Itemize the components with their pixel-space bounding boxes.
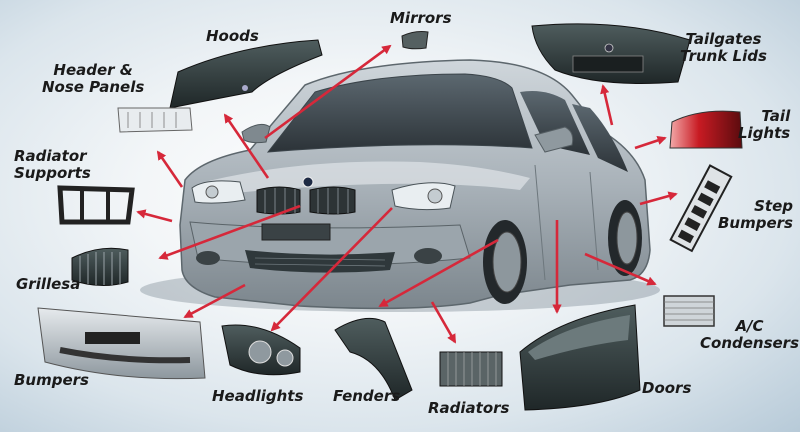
arrow-tail-lights [634, 135, 667, 150]
label-ac-condensers: A/C Condensers [700, 318, 799, 352]
label-grilles: Grillesa [16, 275, 81, 293]
arrow-hoods [223, 113, 270, 179]
arrow-mirrors [264, 44, 392, 140]
label-step-bumpers: Step Bumpers [718, 198, 793, 232]
arrow-step-bumpers [639, 191, 678, 206]
arrow-headlights [270, 207, 393, 332]
label-headlights: Headlights [212, 387, 304, 405]
door-part [519, 304, 641, 411]
step-bumper-part [669, 164, 733, 253]
radiator-part [439, 351, 503, 387]
bumper-part [37, 307, 206, 380]
label-bumpers: Bumpers [14, 371, 89, 389]
label-tailgates-line1: Tailgates [685, 30, 762, 48]
label-mirrors: Mirrors [390, 9, 452, 27]
label-doors: Doors [642, 379, 692, 397]
arrow-radiator-supports [136, 209, 173, 223]
fender-part [334, 317, 413, 401]
label-tail-lights-line1: Tail [761, 107, 791, 125]
label-header-line2: Nose Panels [42, 78, 145, 96]
arrows [136, 44, 678, 344]
label-ac-line1: A/C [735, 317, 764, 335]
arrow-radiators [430, 301, 457, 344]
label-radiator-supports-line2: Supports [14, 164, 91, 182]
label-ac-line2: Condensers [700, 334, 800, 352]
label-step-bumpers-line1: Step [754, 197, 793, 215]
arrow-fenders [378, 238, 499, 308]
ac-condenser-part [663, 295, 715, 327]
arrow-tailgates [600, 84, 614, 126]
car [140, 59, 660, 312]
tail-light-part [669, 110, 743, 149]
arrow-ac [584, 252, 657, 286]
mirror-part [401, 31, 429, 50]
label-radiator-supports-line1: Radiator [14, 147, 87, 165]
trunk-lid-part [531, 23, 691, 84]
arrow-grilles [158, 204, 301, 260]
arrow-header [156, 150, 184, 188]
label-tailgates: Tailgates Trunk Lids [680, 31, 767, 65]
hood-part [169, 39, 323, 109]
grille-part [71, 247, 129, 286]
label-hoods: Hoods [206, 27, 259, 45]
label-tail-lights: Tail Lights [738, 108, 790, 142]
label-radiator-supports: Radiator Supports [14, 148, 91, 182]
label-fenders: Fenders [333, 387, 401, 405]
radiator-support-part [57, 185, 135, 225]
label-tailgates-line2: Trunk Lids [680, 47, 767, 65]
label-tail-lights-line2: Lights [738, 124, 791, 142]
label-radiators: Radiators [428, 399, 510, 417]
headlight-part [221, 324, 301, 376]
label-step-bumpers-line2: Bumpers [718, 214, 793, 232]
label-header-line1: Header & [53, 61, 133, 79]
label-header-nose-panels: Header & Nose Panels [42, 62, 144, 96]
arrow-bumpers [183, 283, 246, 319]
header-panel-part [117, 107, 193, 133]
